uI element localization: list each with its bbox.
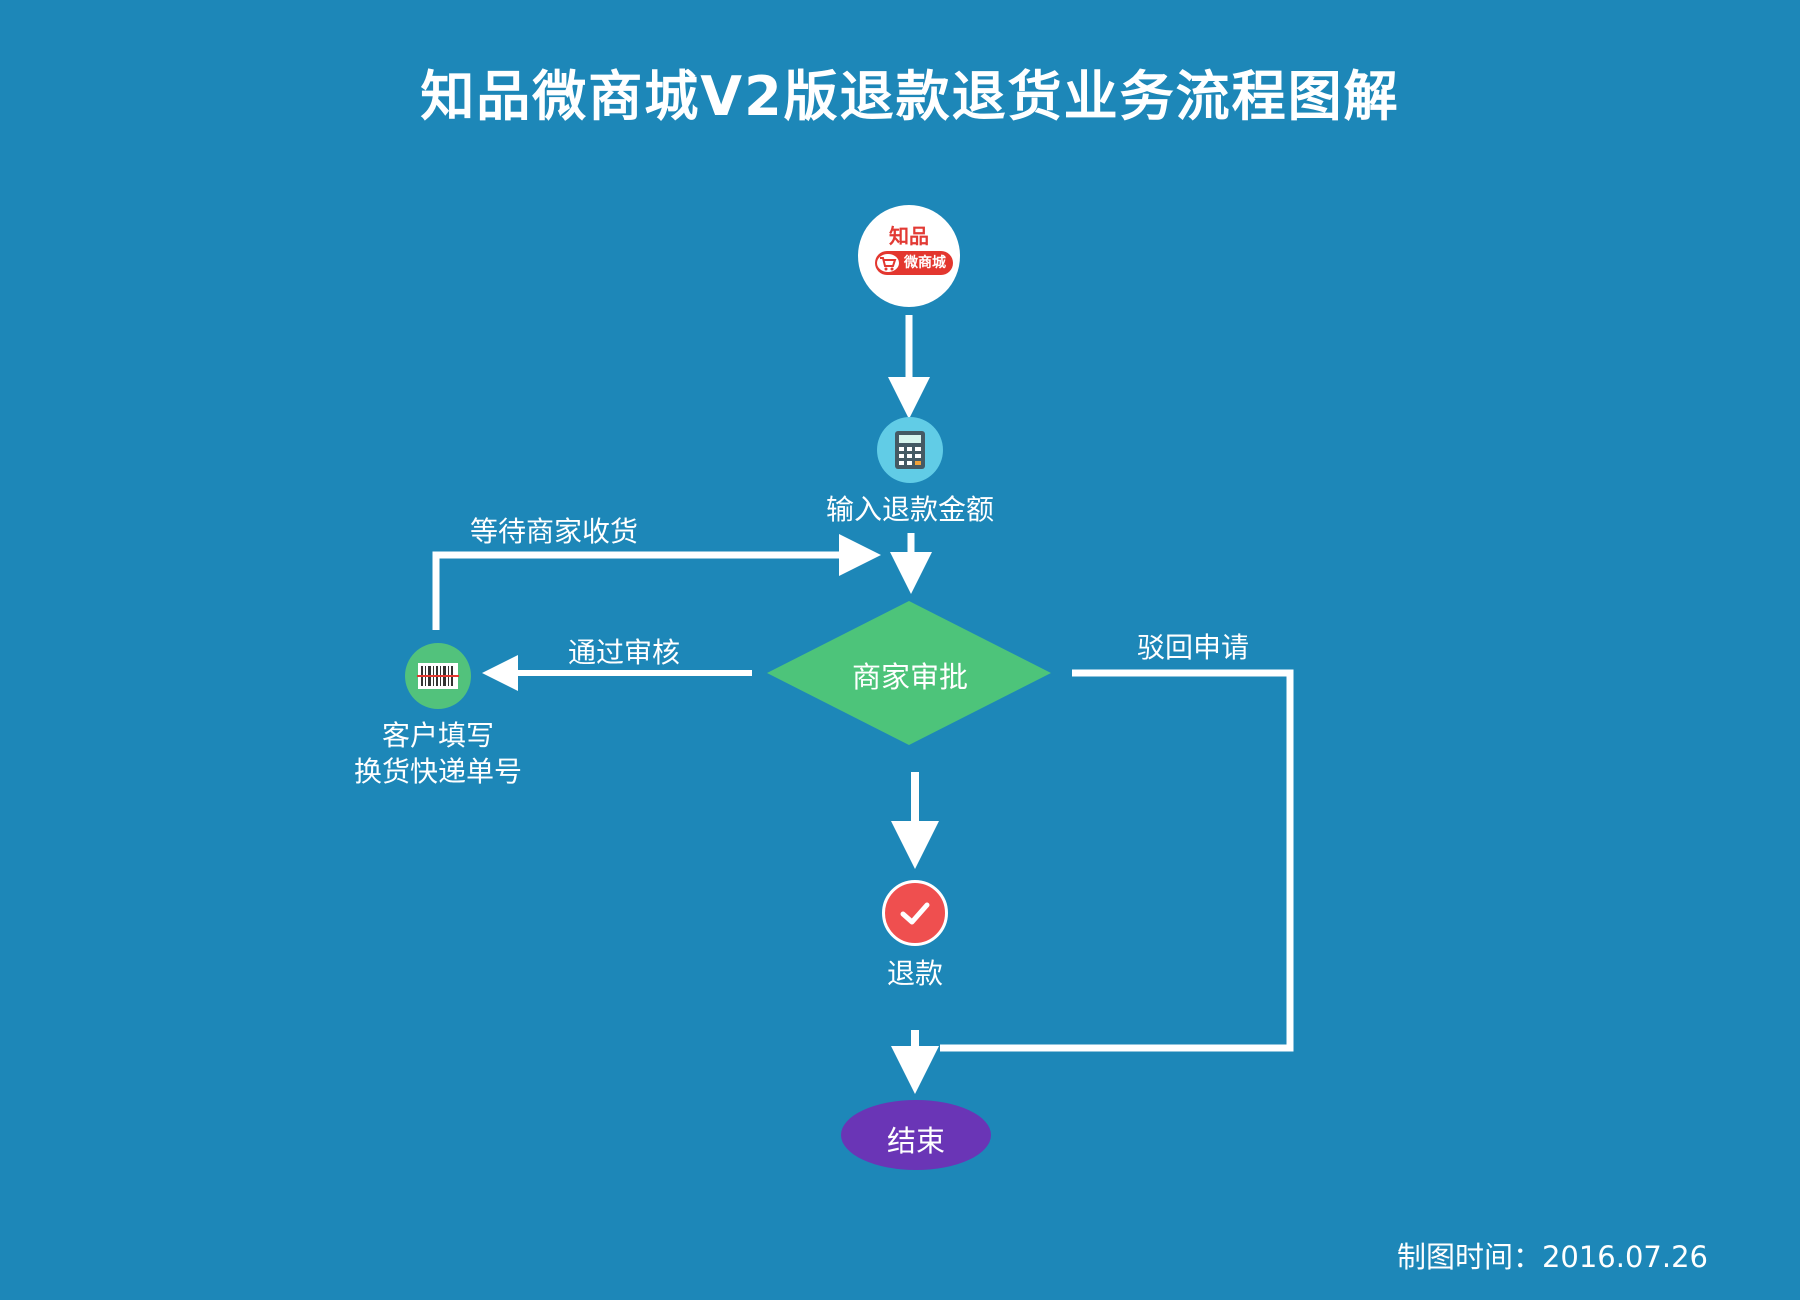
page-title: 知品微商城V2版退款退货业务流程图解 xyxy=(420,65,1400,128)
end-label: 结束 xyxy=(886,1124,945,1158)
node-customer-fill-line2: 换货快递单号 xyxy=(353,755,522,788)
decision-diamond xyxy=(767,601,1051,745)
decision-approve-label: 商家审批 xyxy=(851,660,968,694)
barcode-icon xyxy=(405,643,471,709)
logo-badge-text: 微商城 xyxy=(904,255,946,271)
arrow-customer-wait-receive xyxy=(432,534,881,630)
logo-top-text: 知品 xyxy=(889,224,929,248)
logo-badge: 微商城 xyxy=(875,251,953,275)
cart-icon xyxy=(877,254,899,272)
edge-reject-label: 驳回申请 xyxy=(1137,631,1250,664)
edge-wait-receive-label: 等待商家收货 xyxy=(470,515,639,548)
zhipin-logo-icon: 知品 微商城 xyxy=(858,205,960,307)
node-customer-fill-line1: 客户填写 xyxy=(381,719,494,752)
end-terminal: 结束 xyxy=(841,1100,991,1170)
connector-reject xyxy=(940,669,1294,1052)
check-icon xyxy=(882,880,948,946)
edge-pass-review-label: 通过审核 xyxy=(568,636,681,669)
footer-date: 制图时间：2016.07.26 xyxy=(1396,1240,1708,1274)
calculator-icon xyxy=(877,417,943,483)
node-input-refund-label: 输入退款金额 xyxy=(825,493,994,526)
node-refund-label: 退款 xyxy=(886,957,943,990)
